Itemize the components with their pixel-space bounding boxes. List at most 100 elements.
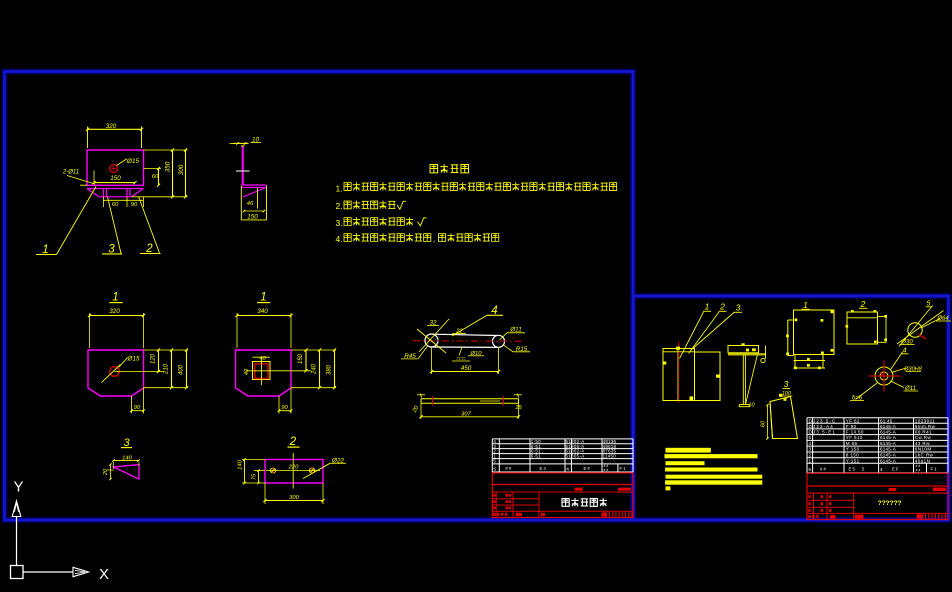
svg-text:3: 3 [809, 447, 812, 452]
svg-text:DJ23.5-C: DJ23.5-C [809, 418, 837, 423]
svg-text:3: 3 [736, 303, 741, 313]
svg-text:6145-A: 6145-A [880, 453, 897, 458]
svg-text:75: 75 [252, 473, 258, 480]
svg-text:00 R41: 00 R41 [915, 430, 932, 435]
svg-text:140: 140 [238, 459, 244, 469]
svg-text:6145-A: 6145-A [880, 435, 897, 440]
svg-text:3: 3 [493, 444, 496, 449]
svg-text:1: 1 [112, 292, 118, 304]
svg-text:2: 2 [145, 243, 153, 255]
svg-text:90: 90 [131, 202, 138, 208]
svg-text:1: 1 [493, 454, 496, 459]
svg-text:F 1: F 1 [931, 467, 938, 472]
svg-text:Ø11: Ø11 [509, 327, 521, 334]
svg-text:49618: 49618 [603, 444, 617, 449]
svg-text:307: 307 [461, 411, 471, 417]
svg-text:350: 350 [165, 161, 172, 172]
svg-text:1.: 1. [335, 184, 342, 194]
svg-text:6-51: 6-51 [531, 444, 541, 449]
svg-text:10: 10 [748, 403, 755, 409]
svg-text:YF 610: YF 610 [846, 435, 863, 440]
svg-text:43 Rw: 43 Rw [915, 441, 930, 446]
svg-text:E 5: E 5 [849, 467, 856, 472]
svg-text:87635: 87635 [603, 449, 617, 454]
svg-text:Y 150: Y 150 [846, 447, 860, 452]
svg-text:Ø11: Ø11 [904, 386, 916, 392]
svg-text:1: 1 [705, 302, 710, 312]
svg-text:R45: R45 [404, 353, 416, 360]
svg-text:F 1: F 1 [620, 466, 627, 471]
svg-text:150: 150 [247, 214, 258, 221]
svg-text:1: 1 [803, 300, 808, 310]
svg-text:32: 32 [429, 320, 437, 327]
svg-text:320: 320 [106, 123, 117, 130]
svg-text:Ø15: Ø15 [126, 158, 139, 165]
svg-text:Ø30H8: Ø30H8 [903, 366, 922, 372]
svg-text:51802-A: 51802-A [566, 449, 585, 454]
svg-text:150: 150 [298, 353, 304, 364]
svg-text:2: 2 [719, 302, 725, 312]
svg-text:R15: R15 [516, 346, 528, 353]
svg-text:6145-A: 6145-A [880, 458, 897, 463]
svg-text:Ø30: Ø30 [900, 340, 913, 346]
svg-text:E F: E F [892, 467, 899, 472]
svg-text:9mm.Rw: 9mm.Rw [915, 424, 936, 429]
svg-text:5: 5 [493, 459, 496, 464]
svg-text:100: 100 [782, 391, 791, 397]
svg-text:4.: 4. [335, 234, 342, 244]
svg-text:M 65: M 65 [846, 441, 858, 446]
svg-text:6145-A: 6145-A [880, 447, 897, 452]
svg-text:1023011: 1023011 [915, 418, 935, 423]
svg-text:# #: # # [604, 464, 609, 468]
svg-text:??????: ?????? [878, 500, 902, 507]
svg-text:# #: # # [916, 464, 921, 468]
svg-text:3: 3 [123, 437, 130, 449]
svg-text:90: 90 [134, 405, 141, 411]
svg-text:5: 5 [862, 467, 865, 472]
svg-text:2-Ø11: 2-Ø11 [62, 170, 79, 176]
svg-text:4: 4 [493, 439, 496, 444]
svg-text:150: 150 [110, 175, 121, 182]
svg-text:40: 40 [259, 356, 266, 362]
svg-text:Ø15: Ø15 [127, 356, 140, 363]
svg-text:5: 5 [808, 467, 811, 473]
svg-text:4: 4 [880, 467, 883, 473]
svg-text:Ø10: Ø10 [470, 351, 483, 357]
svg-text:240: 240 [312, 363, 318, 375]
svg-text:40g1N: 40g1N [915, 458, 931, 463]
svg-text:400: 400 [179, 364, 185, 375]
svg-text:40: 40 [244, 368, 250, 375]
svg-text:20: 20 [103, 468, 109, 476]
svg-text:2.: 2. [335, 201, 342, 211]
svg-text:X: X [99, 566, 109, 583]
svg-text:1: 1 [260, 292, 266, 304]
svg-text:6145-A: 6145-A [880, 441, 897, 446]
svg-text:320: 320 [109, 308, 120, 315]
svg-text:210: 210 [164, 363, 170, 375]
svg-text:60: 60 [761, 420, 767, 427]
svg-text:300: 300 [289, 495, 299, 501]
svg-text:340: 340 [257, 308, 268, 315]
svg-text:2: 2 [860, 299, 866, 309]
svg-text:3: 3 [108, 244, 115, 256]
svg-text:60: 60 [112, 202, 119, 208]
svg-text:300: 300 [178, 164, 185, 175]
svg-text:140: 140 [122, 455, 132, 461]
svg-text:220: 220 [288, 464, 299, 470]
svg-text:1: 1 [42, 244, 48, 256]
svg-text:Ø64: Ø64 [936, 316, 949, 322]
svg-text:# #: # # [916, 468, 921, 472]
svg-text:# #: # # [604, 468, 609, 472]
svg-text:380: 380 [327, 364, 333, 375]
svg-text:Y 151: Y 151 [846, 458, 860, 463]
svg-text:Y: Y [13, 479, 23, 496]
svg-text:120: 120 [151, 353, 157, 364]
svg-text:20: 20 [411, 405, 420, 415]
svg-text:4: 4 [809, 441, 812, 446]
svg-text:δ=6: δ=6 [852, 396, 863, 402]
svg-text:10: 10 [252, 137, 260, 144]
svg-text:3: 3 [784, 379, 789, 389]
svg-text:1: 1 [809, 458, 812, 463]
svg-text:1-50: 1-50 [531, 439, 541, 444]
svg-text:YF 62: YF 62 [846, 418, 860, 423]
